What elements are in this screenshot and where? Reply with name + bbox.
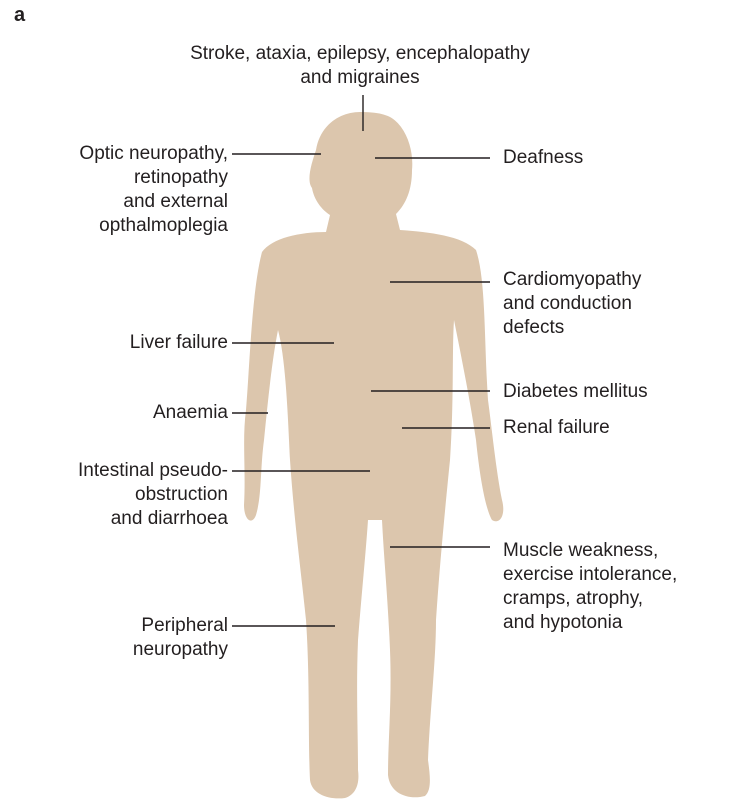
label-intestinal: Intestinal pseudo- obstruction and diarr… (10, 459, 228, 531)
label-anaemia: Anaemia (10, 401, 228, 425)
label-deafness: Deafness (503, 146, 583, 170)
label-diabetes: Diabetes mellitus (503, 380, 648, 404)
label-neurological: Stroke, ataxia, epilepsy, encephalopathy… (110, 42, 610, 90)
label-cardiomyopathy: Cardiomyopathy and conduction defects (503, 268, 641, 340)
label-peripheral-neuropathy: Peripheral neuropathy (10, 614, 228, 662)
label-muscle: Muscle weakness, exercise intolerance, c… (503, 539, 677, 635)
label-renal-failure: Renal failure (503, 416, 610, 440)
label-optic: Optic neuropathy, retinopathy and extern… (10, 142, 228, 238)
human-body-silhouette (244, 112, 503, 798)
label-liver-failure: Liver failure (10, 331, 228, 355)
